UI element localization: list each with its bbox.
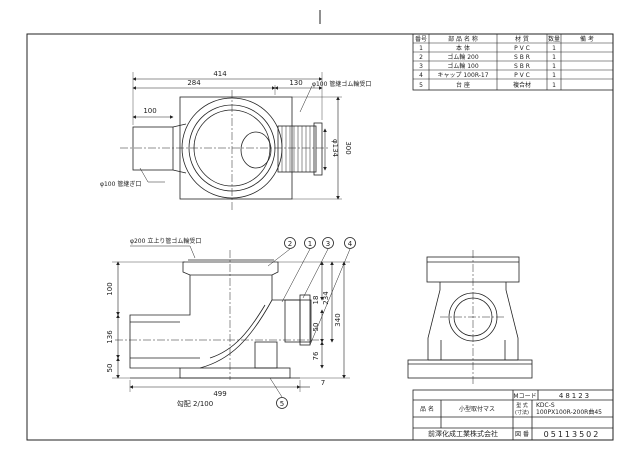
top-view [120,72,342,210]
dim-18: 18 [312,296,320,305]
dim-499: 499 [213,390,226,398]
dim-pipe: 100 [143,107,156,115]
dim-340: 340 [334,313,342,326]
row2-qty: 1 [552,54,556,61]
th-qty: 数量 [548,35,560,43]
front-view [112,237,356,409]
model-value-1: KDC-S [536,402,555,409]
row5-no: 5 [419,82,423,89]
drawing-no-label: 図 番 [515,431,529,438]
row3-name: ゴム輪 100 [447,62,479,70]
dim-50-left: 50 [106,364,114,373]
dim-right: 130 [289,79,302,87]
th-name: 部 品 名 称 [448,35,478,43]
callout-2: 2 [288,240,292,248]
row2-material: S B R [514,54,530,61]
dim-50-right: 50 [312,323,320,332]
row4-name: キャップ 100R-17 [437,72,488,79]
row5-name: 台 座 [456,81,470,89]
mcode-value: 48123 [559,392,591,400]
parts-table: 番号 部 品 名 称 材 質 数量 備 考 1 本 体 P V C 1 2 ゴム… [412,33,614,91]
row2-name: ゴム輪 200 [447,53,479,61]
label-outlet: φ100 管継ぎ口 [100,180,141,188]
dim-7: 7 [321,379,325,387]
model-label-2: (寸法) [515,409,529,416]
row4-qty: 1 [552,72,556,79]
dim-136: 136 [106,330,114,344]
th-material: 材 質 [515,35,529,43]
drawing-frame [26,33,614,441]
callout-4: 4 [348,240,353,248]
dim-234: 234 [322,291,330,305]
drawing-no-value: 05113502 [544,430,601,439]
dim-height: 300 [344,141,352,154]
row4-material: P V C [514,72,530,79]
th-no: 番号 [415,36,427,43]
callout-3: 3 [326,240,330,248]
row2-no: 2 [419,54,423,61]
company-name: 前澤化成工業株式会社 [428,429,498,438]
name-value: 小型取付マス [459,405,495,413]
mcode-label: Mコード [513,393,536,400]
dim-left: 284 [187,79,201,87]
row1-no: 1 [419,45,423,52]
side-view [407,250,533,385]
dim-76: 76 [312,351,320,360]
model-label-1: 型 式 [516,402,528,409]
th-remarks: 備 考 [580,35,594,43]
label-top-port: φ200 立上り管ゴム輪受口 [130,237,201,245]
dim-overall-width: 414 [213,70,227,78]
row5-material: 複合材 [513,81,531,89]
dim-diameter: φ134 [331,139,339,158]
callout-1: 1 [308,240,312,248]
label-rubber-port: φ100 管継ゴム輪受口 [312,80,371,88]
callout-5: 5 [280,400,284,408]
dim-100: 100 [106,282,114,295]
scale-label: 勾配 2/100 [177,399,213,408]
row5-qty: 1 [552,82,556,89]
model-value-2: 100PX100R-200R曲45 [536,408,602,416]
row1-qty: 1 [552,45,556,52]
title-block [412,389,614,441]
row1-name: 本 体 [456,44,470,52]
row1-material: P V C [514,45,530,52]
row3-no: 3 [419,63,423,70]
row3-qty: 1 [552,63,556,70]
row4-no: 4 [419,72,423,79]
name-label: 品 名 [420,405,434,413]
row3-material: S B R [514,63,530,70]
